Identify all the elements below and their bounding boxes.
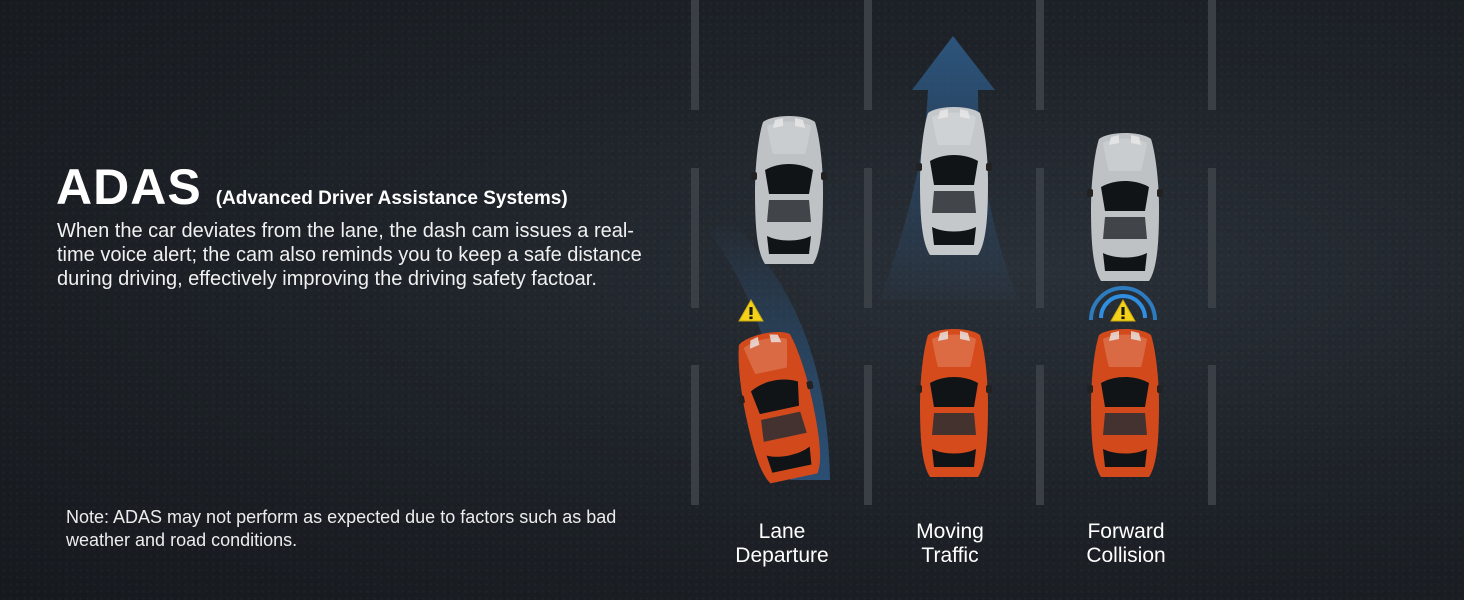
- signal-waves-icon: [1089, 286, 1157, 321]
- label-line: Traffic: [921, 544, 979, 567]
- label-moving-traffic: Moving Traffic: [875, 520, 1025, 568]
- label-line: Lane: [758, 520, 806, 543]
- lane-markings: [691, 0, 1216, 505]
- car-icon: [1087, 329, 1163, 477]
- car-icon: [751, 116, 827, 264]
- label-line: Departure: [735, 544, 829, 567]
- label-lane-departure: Lane Departure: [707, 520, 857, 568]
- heading: ADAS (Advanced Driver Assistance Systems): [56, 158, 568, 216]
- warning-triangle-icon: [1110, 299, 1136, 322]
- car-icon: [916, 329, 992, 477]
- label-line: Moving: [916, 520, 984, 543]
- page-title: ADAS: [56, 159, 202, 215]
- page-subtitle: (Advanced Driver Assistance Systems): [215, 188, 568, 209]
- car-icon: [1087, 133, 1163, 281]
- note-text: Note: ADAS may not perform as expected d…: [66, 507, 617, 550]
- description-text: When the car deviates from the lane, the…: [57, 220, 642, 290]
- car-icon: [916, 107, 992, 255]
- label-line: Forward: [1087, 520, 1165, 543]
- label-forward-collision: Forward Collision: [1051, 520, 1201, 568]
- label-line: Collision: [1086, 544, 1166, 567]
